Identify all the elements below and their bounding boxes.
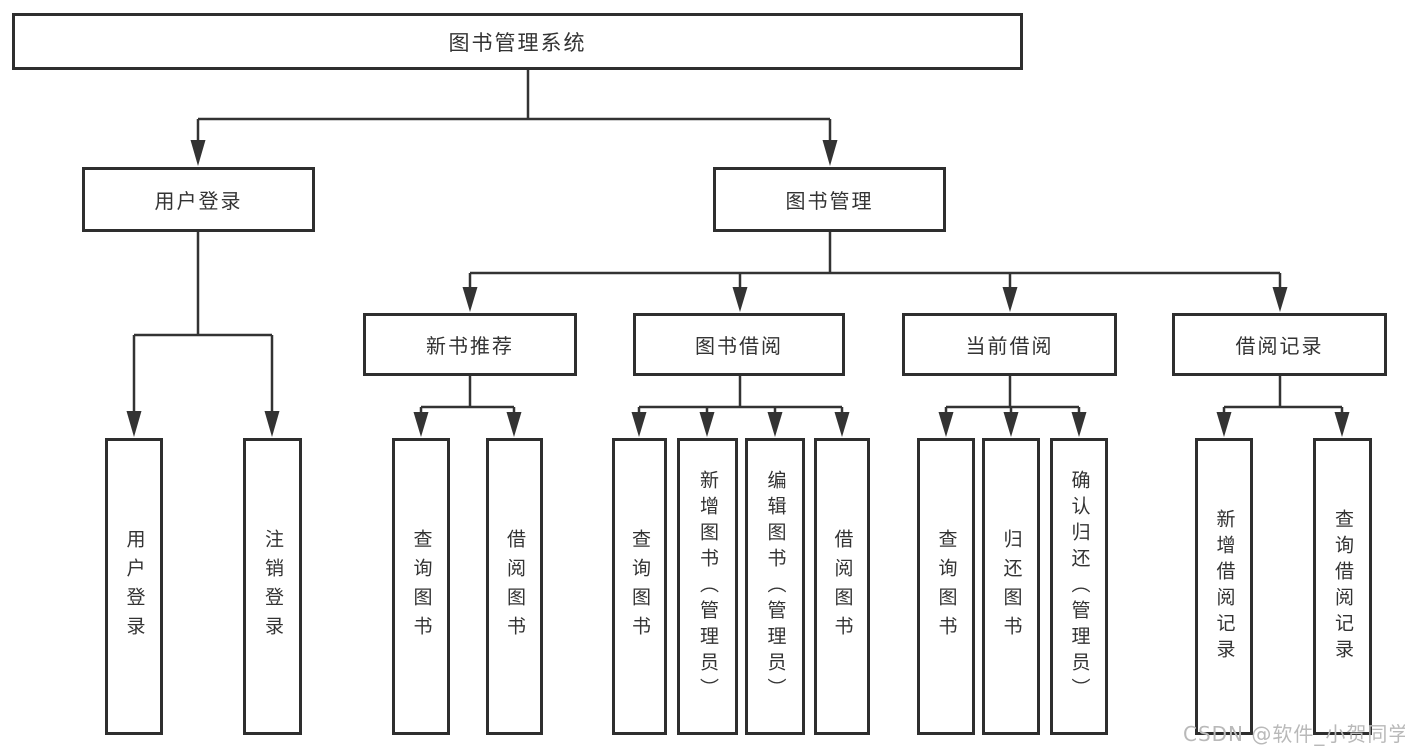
connector-user-login-children	[132, 232, 274, 413]
leaf-user-login-label: 用户登录	[123, 528, 146, 645]
arrowhead-query-books-3	[938, 412, 954, 437]
leaf-query-books-1-label: 查询图书	[410, 528, 433, 645]
arrowhead-book-borrow	[732, 287, 748, 312]
arrowhead-borrow-books-1	[506, 412, 522, 437]
node-book-borrow: 图书借阅	[633, 313, 845, 376]
arrowhead-user-login	[190, 140, 206, 166]
arrowhead-return-book	[1003, 412, 1019, 437]
connector-book-management-children	[468, 232, 1282, 289]
arrowhead-query-borrow-record	[1334, 412, 1350, 437]
arrowhead-book-management	[822, 140, 838, 166]
arrowhead-confirm-return	[1071, 412, 1087, 437]
leaf-borrow-books-2-label: 借阅图书	[831, 528, 854, 645]
leaf-borrow-books-1-label: 借阅图书	[504, 528, 526, 645]
leaf-query-books-3-label: 查询图书	[935, 528, 958, 645]
leaf-edit-book-admin: 编辑图书（管理员）	[745, 438, 805, 735]
leaf-confirm-return-admin-label: 确认归还（管理员）	[1068, 469, 1091, 704]
arrowhead-add-borrow-record	[1216, 412, 1232, 437]
leaf-query-books-2-label: 查询图书	[629, 528, 651, 645]
connector-book-borrow-children	[637, 376, 844, 414]
leaf-logout-label: 注销登录	[262, 528, 284, 645]
arrowhead-edit-book	[767, 412, 783, 437]
arrowhead-query-books-1	[413, 412, 429, 437]
arrowhead-new-book-recommend	[462, 287, 478, 312]
leaf-add-book-admin: 新增图书（管理员）	[677, 438, 738, 735]
leaf-return-book: 归还图书	[982, 438, 1040, 735]
leaf-logout: 注销登录	[243, 438, 302, 735]
leaf-query-borrow-record: 查询借阅记录	[1313, 438, 1372, 735]
connector-borrow-records-children	[1222, 376, 1344, 414]
arrowhead-leaf-user-login	[126, 411, 142, 437]
leaf-add-borrow-record: 新增借阅记录	[1195, 438, 1253, 735]
arrowhead-query-books-2	[631, 412, 647, 437]
leaf-query-books-1: 查询图书	[392, 438, 450, 735]
node-current-borrow: 当前借阅	[902, 313, 1117, 376]
connector-current-borrow-children	[944, 376, 1081, 414]
leaf-query-books-2: 查询图书	[612, 438, 667, 735]
leaf-edit-book-admin-label: 编辑图书（管理员）	[764, 469, 787, 704]
node-new-book-recommend: 新书推荐	[363, 313, 577, 376]
csdn-watermark: CSDN @软件_小贺同学	[1183, 722, 1405, 746]
leaf-confirm-return-admin: 确认归还（管理员）	[1050, 438, 1108, 735]
arrowhead-current-borrow	[1002, 287, 1018, 312]
node-book-management: 图书管理	[713, 167, 946, 232]
node-borrow-records: 借阅记录	[1172, 313, 1387, 376]
arrowhead-borrow-records	[1272, 287, 1288, 312]
arrowhead-add-book	[699, 412, 715, 437]
arrowhead-borrow-books-2	[834, 412, 850, 437]
leaf-query-books-3: 查询图书	[917, 438, 975, 735]
leaf-borrow-books-1: 借阅图书	[486, 438, 543, 735]
leaf-return-book-label: 归还图书	[1000, 528, 1023, 645]
leaf-add-book-admin-label: 新增图书（管理员）	[697, 469, 719, 704]
node-root: 图书管理系统	[12, 13, 1023, 70]
leaf-add-borrow-record-label: 新增借阅记录	[1213, 508, 1236, 665]
node-user-login: 用户登录	[82, 167, 315, 232]
connector-root-to-level2	[196, 70, 832, 142]
leaf-borrow-books-2: 借阅图书	[814, 438, 870, 735]
leaf-query-borrow-record-label: 查询借阅记录	[1332, 508, 1354, 665]
connector-new-book-recommend-children	[419, 376, 516, 414]
leaf-user-login: 用户登录	[105, 438, 163, 735]
arrowhead-leaf-logout	[264, 411, 280, 437]
